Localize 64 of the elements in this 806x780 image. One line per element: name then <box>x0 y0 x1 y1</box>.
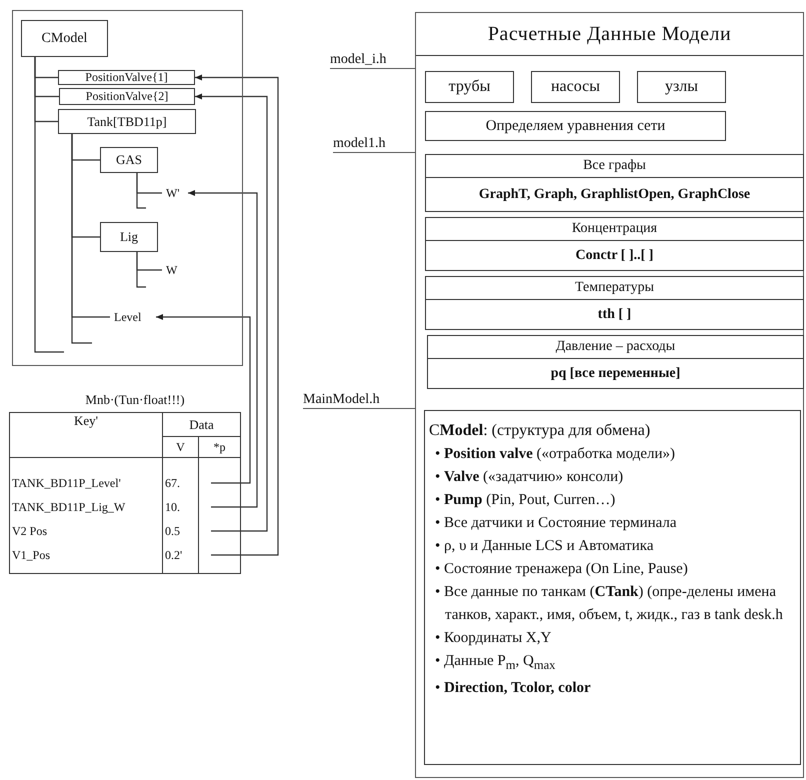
class-box: PositionValve{2] <box>59 88 195 105</box>
table-title: Mnb·(Tun·float!!!) <box>84 392 186 408</box>
section-box <box>427 335 804 389</box>
data-value: 0.2' <box>162 544 198 568</box>
arrow <box>195 94 268 532</box>
section-heading: Температуры <box>426 277 803 300</box>
list-item: • Direction, Tcolor, color <box>435 679 592 698</box>
struct-heading: CModel: (структура для обмена) <box>429 421 652 441</box>
section-heading: Давление – расходы <box>428 336 803 359</box>
class-box: Tank[TBD11p] <box>58 109 196 134</box>
arrow <box>188 190 258 508</box>
tree-label: W <box>162 263 188 277</box>
class-box: PositionValve{1] <box>58 70 195 85</box>
list-item: • ρ, υ и Данные LCS и Автоматика <box>435 537 654 556</box>
tree-label: Level <box>110 309 156 325</box>
key-name: TANK_BD11P_Lig_W <box>10 496 162 520</box>
component-box: трубы <box>425 71 514 103</box>
component-box: узлы <box>637 71 726 103</box>
list-item: • Данные P$_{m}$, Q$_{max}$ <box>435 652 556 674</box>
class-box: GAS <box>100 147 158 173</box>
process-box: Определяем уравнения сети <box>425 111 726 141</box>
section-box <box>425 276 804 330</box>
variable-list: tth [ ] <box>426 300 803 329</box>
arrow <box>156 314 251 484</box>
section-heading: Концентрация <box>426 218 803 241</box>
list-item: • Все датчики и Состояние терминала <box>435 514 678 533</box>
connector-line <box>34 57 64 353</box>
column-header: Data <box>162 412 241 436</box>
variable-list: GraphT, Graph, GraphlistOpen, GraphClose <box>426 178 803 211</box>
connector-line <box>136 173 146 209</box>
connector-line <box>71 134 92 344</box>
frame-title: Расчетные Данные Модели <box>416 13 803 56</box>
section-box <box>425 217 804 271</box>
file-label: model1.h <box>333 136 416 153</box>
class-box: CModel <box>21 20 108 57</box>
list-item: • Все данные по танкам (CTank) (опре-делены имена танков, характ., имя, объем, t, жидк., газ в tank desk.h <box>435 583 784 625</box>
file-label: MainModel.h <box>303 392 416 409</box>
data-value: 10. <box>162 496 198 520</box>
key-name: V2 Pos <box>10 520 162 544</box>
section-heading: Все графы <box>426 155 803 178</box>
file-label: model_i.h <box>330 52 416 69</box>
section-box <box>425 154 804 212</box>
tree-frame <box>12 10 243 366</box>
data-value: 0.5 <box>162 520 198 544</box>
connector-line <box>136 252 146 288</box>
struct-box <box>424 410 801 765</box>
list-item: • Position valve («отработка модели») <box>435 445 676 464</box>
class-box: Lig <box>100 222 158 252</box>
data-value: 67. <box>162 472 198 496</box>
variable-list: Conctr [ ]..[ ] <box>426 241 803 270</box>
column-header: V <box>162 436 198 458</box>
arrow <box>195 74 279 556</box>
list-item: • Координаты X,Y <box>435 629 552 648</box>
list-item: • Состояние тренажера (On Line, Pause) <box>435 560 689 579</box>
column-header: Key' <box>10 412 162 458</box>
variable-list: pq [все переменные] <box>428 359 803 388</box>
key-name: TANK_BD11P_Level' <box>10 472 162 496</box>
component-box: насосы <box>531 71 620 103</box>
list-item: • Pump (Pin, Pout, Curren…) <box>435 491 616 510</box>
list-item: • Valve («задатчию» консоли) <box>435 468 624 487</box>
column-header: *p <box>198 436 241 458</box>
tree-label: W' <box>162 186 188 200</box>
key-name: V1_Pos <box>10 544 162 568</box>
module-frame <box>415 12 804 778</box>
